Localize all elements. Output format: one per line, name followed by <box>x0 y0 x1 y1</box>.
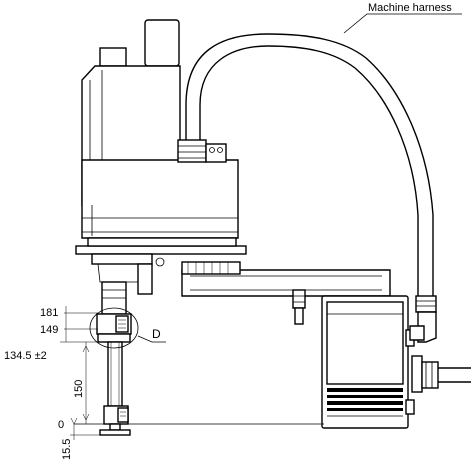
harness-leader-line <box>343 13 462 34</box>
motor-box <box>321 295 415 429</box>
dim-15-5: 15.5 <box>61 439 73 460</box>
dimension-annotations <box>60 306 130 440</box>
harness-connector <box>409 295 471 393</box>
ball-screw-spline <box>96 281 132 436</box>
machine-harness-label: Machine harness <box>368 2 452 14</box>
detail-d-leader <box>137 335 166 343</box>
dim-150: 150 <box>73 380 85 398</box>
upper-body <box>81 19 239 239</box>
detail-d-circle <box>89 307 139 349</box>
dim-0: 0 <box>58 419 64 431</box>
base-plates <box>75 237 247 295</box>
dim-181: 181 <box>40 307 58 319</box>
arm-two <box>181 261 391 325</box>
dim-134-5: 134.5 ±2 <box>4 350 47 362</box>
detail-d-label: D <box>152 327 161 341</box>
dim-149: 149 <box>40 324 58 336</box>
machine-harness-cable <box>185 33 434 298</box>
